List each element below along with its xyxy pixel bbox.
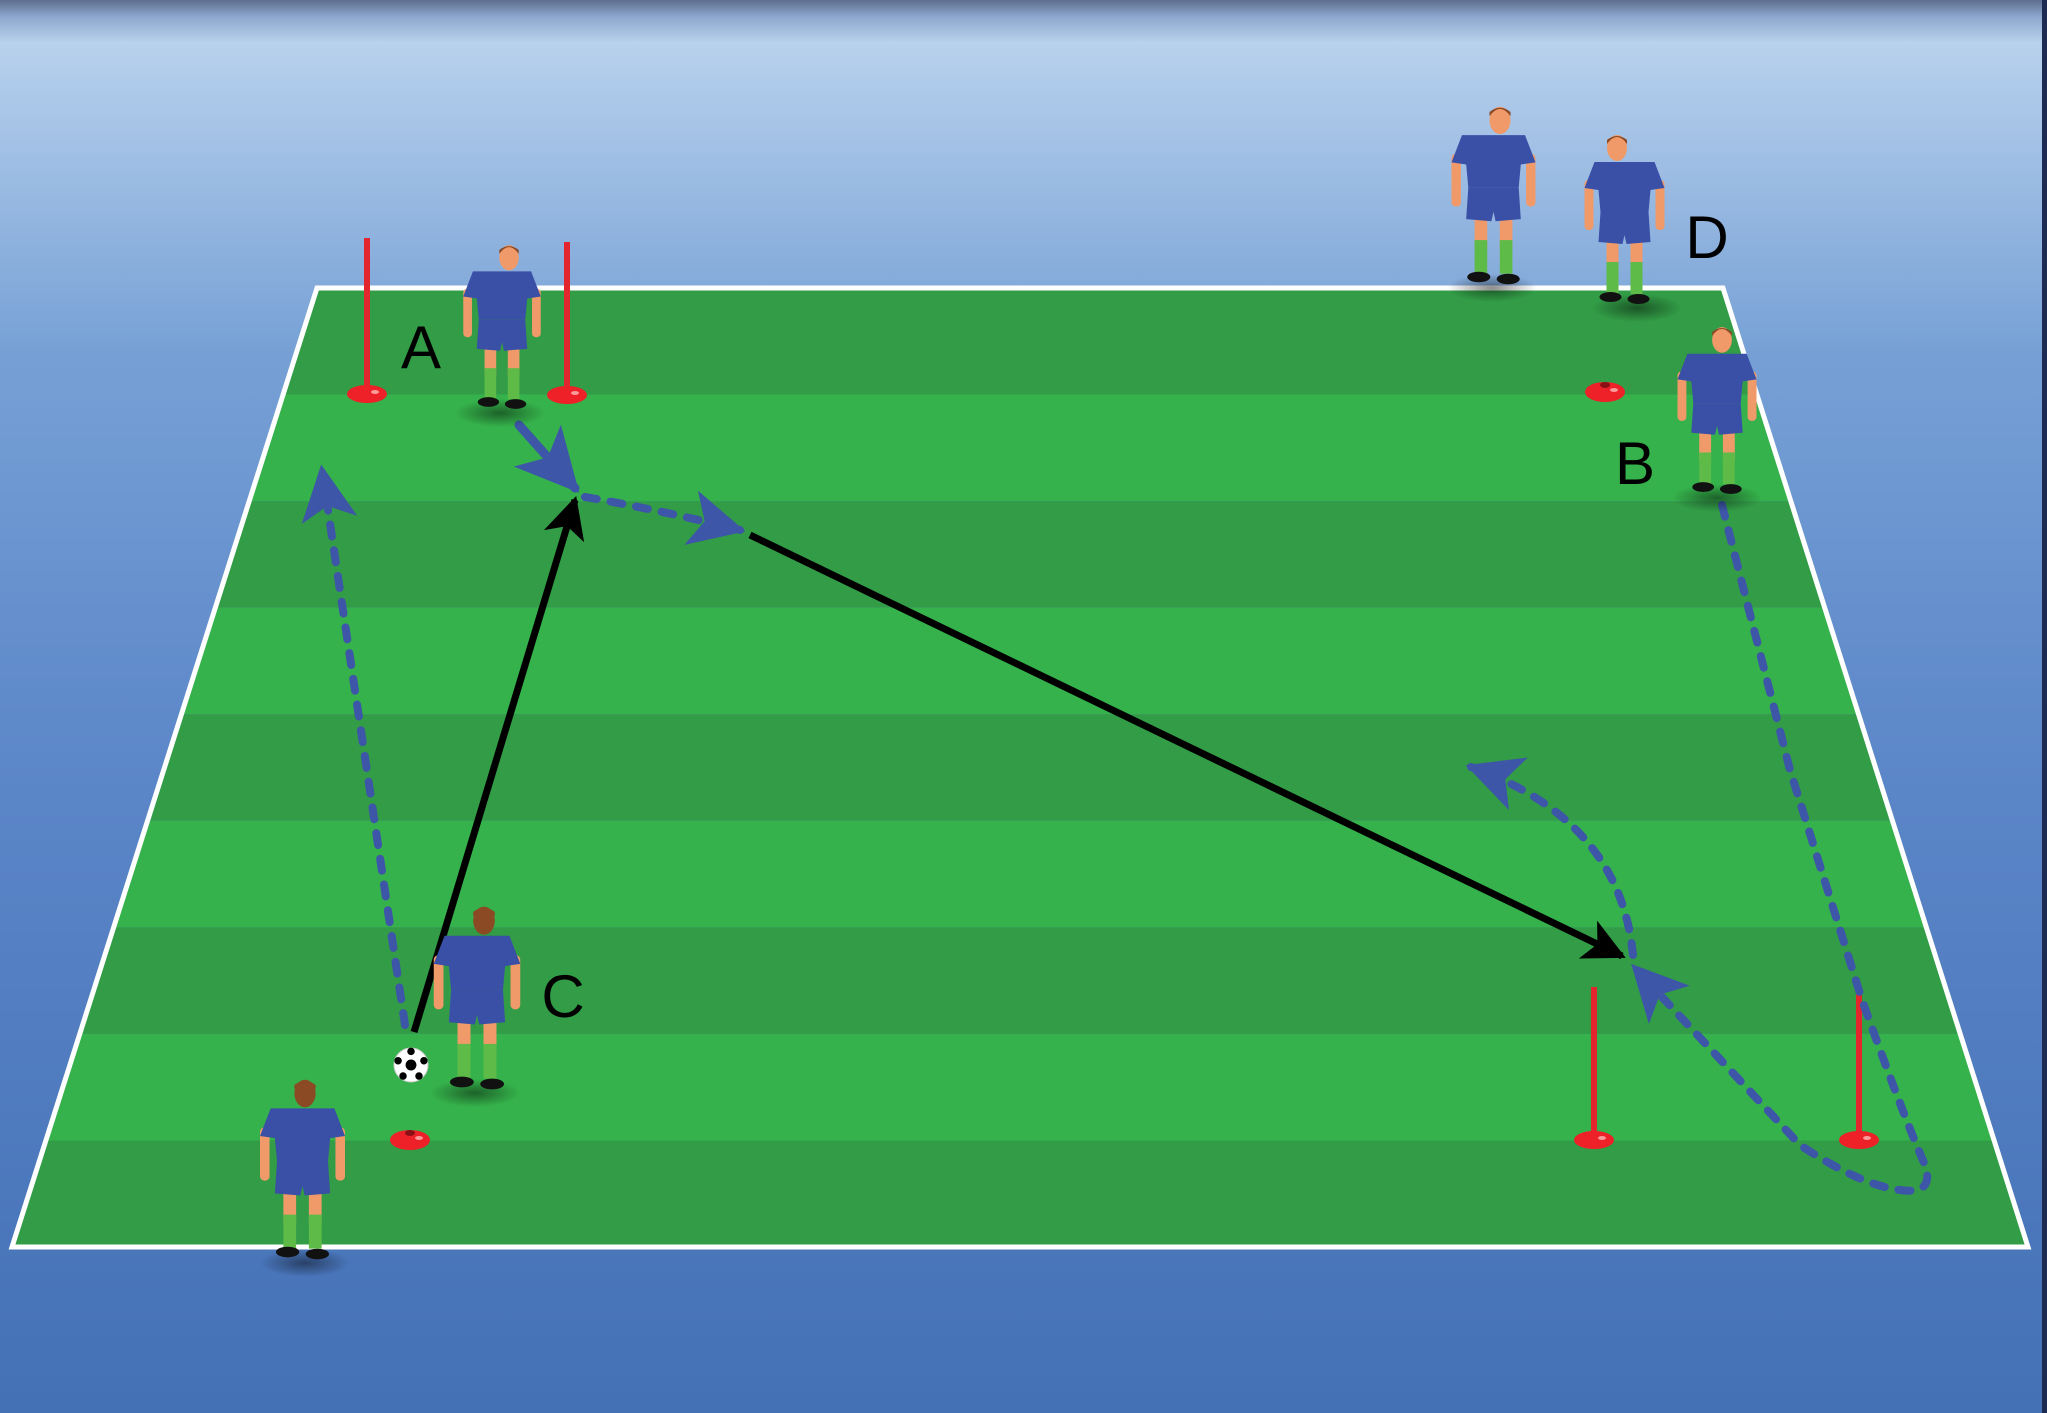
pitch xyxy=(8,285,2032,1250)
run-goal-curve-arrow xyxy=(1465,757,1637,959)
label-b: B xyxy=(1615,430,1655,497)
cone-c-icon xyxy=(390,1130,430,1150)
pitch-stripe xyxy=(283,288,1757,395)
pitch-stripe xyxy=(249,394,1791,502)
player-b xyxy=(1672,327,1762,512)
run-arrows xyxy=(301,420,1932,1195)
run-a-short-arrow xyxy=(513,420,580,493)
pole-a-left-icon xyxy=(347,238,387,403)
pitch-stripe xyxy=(79,927,1961,1034)
player-d1 xyxy=(1447,106,1537,302)
pass-arrows xyxy=(410,495,1626,1034)
cone-b-icon xyxy=(1585,382,1625,402)
player-labels: A B C D xyxy=(401,204,1729,1030)
pole-a-right-icon xyxy=(547,242,587,404)
player-d2 xyxy=(1584,135,1682,322)
run-b-loop-arrow xyxy=(1631,501,1932,1195)
pole-goal-left-icon xyxy=(1574,987,1614,1149)
soccer-ball-icon xyxy=(393,1047,429,1083)
poles xyxy=(347,238,1879,1149)
run-a-dribble-arrow xyxy=(581,490,746,545)
players xyxy=(260,106,1762,1277)
pass-a-to-goal-arrow xyxy=(748,531,1626,960)
pitch-stripe xyxy=(113,820,1927,928)
pitch-stripe xyxy=(147,714,1893,821)
label-c: C xyxy=(541,963,584,1030)
right-edge-strip xyxy=(2042,0,2047,1413)
player-c xyxy=(430,906,521,1107)
player-runner xyxy=(260,1079,350,1277)
pass-c-to-a-arrow xyxy=(410,495,585,1034)
cones xyxy=(390,382,1625,1150)
player-a xyxy=(455,245,545,427)
label-a: A xyxy=(401,314,441,381)
pitch-stripe xyxy=(12,1140,2028,1247)
pitch-stripe xyxy=(45,1033,1995,1141)
pole-goal-right-icon xyxy=(1839,988,1879,1149)
label-d: D xyxy=(1685,204,1728,271)
run-c-up-arrow xyxy=(301,464,409,1029)
pitch-stripe xyxy=(181,607,1859,715)
pitch-stripe xyxy=(215,501,1825,608)
pitch-boundary-line xyxy=(8,285,2032,1250)
